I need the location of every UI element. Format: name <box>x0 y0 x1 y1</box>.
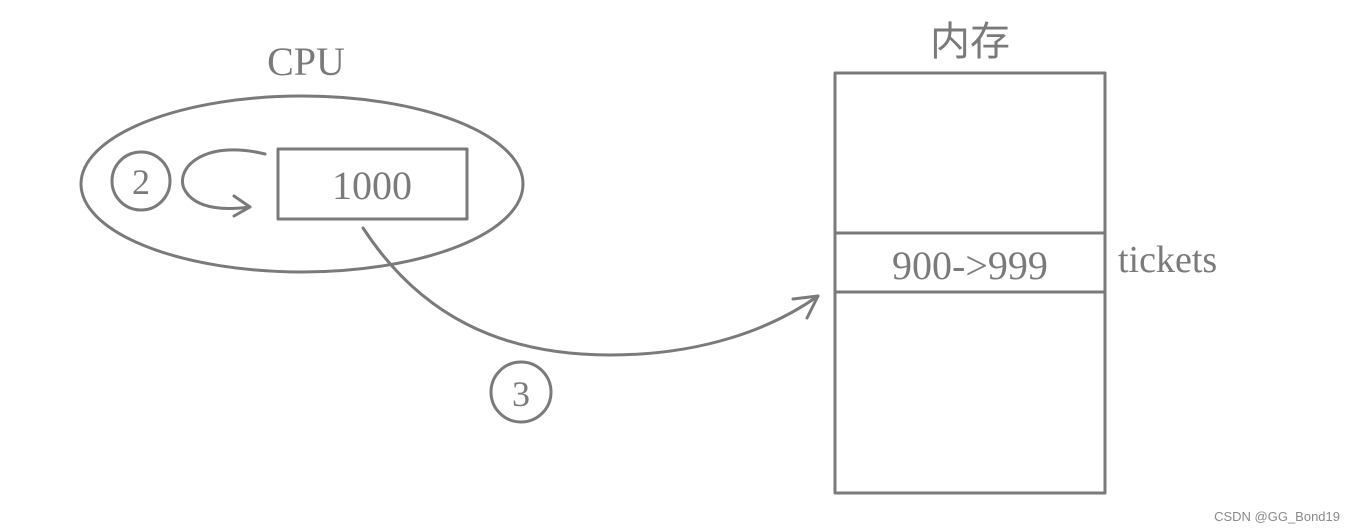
write-back-arrow <box>361 226 820 357</box>
memory-title: 内存 <box>930 19 1010 65</box>
memory-cell-name: tickets <box>1118 239 1217 281</box>
cpu-title: CPU <box>267 39 345 84</box>
step-3-label: 3 <box>512 374 530 414</box>
step-3-marker: 3 <box>489 360 553 424</box>
cpu-ellipse <box>79 94 525 274</box>
cpu-register: 1000 <box>276 147 469 221</box>
step-2-marker: 2 <box>110 150 172 212</box>
watermark: CSDN @GG_Bond19 <box>1214 509 1340 524</box>
memory-block <box>833 71 1107 495</box>
register-value: 1000 <box>332 163 412 208</box>
memory-cell-value: 900->999 <box>892 243 1048 288</box>
step-2-label: 2 <box>132 162 150 202</box>
loop-arrow <box>180 148 267 218</box>
